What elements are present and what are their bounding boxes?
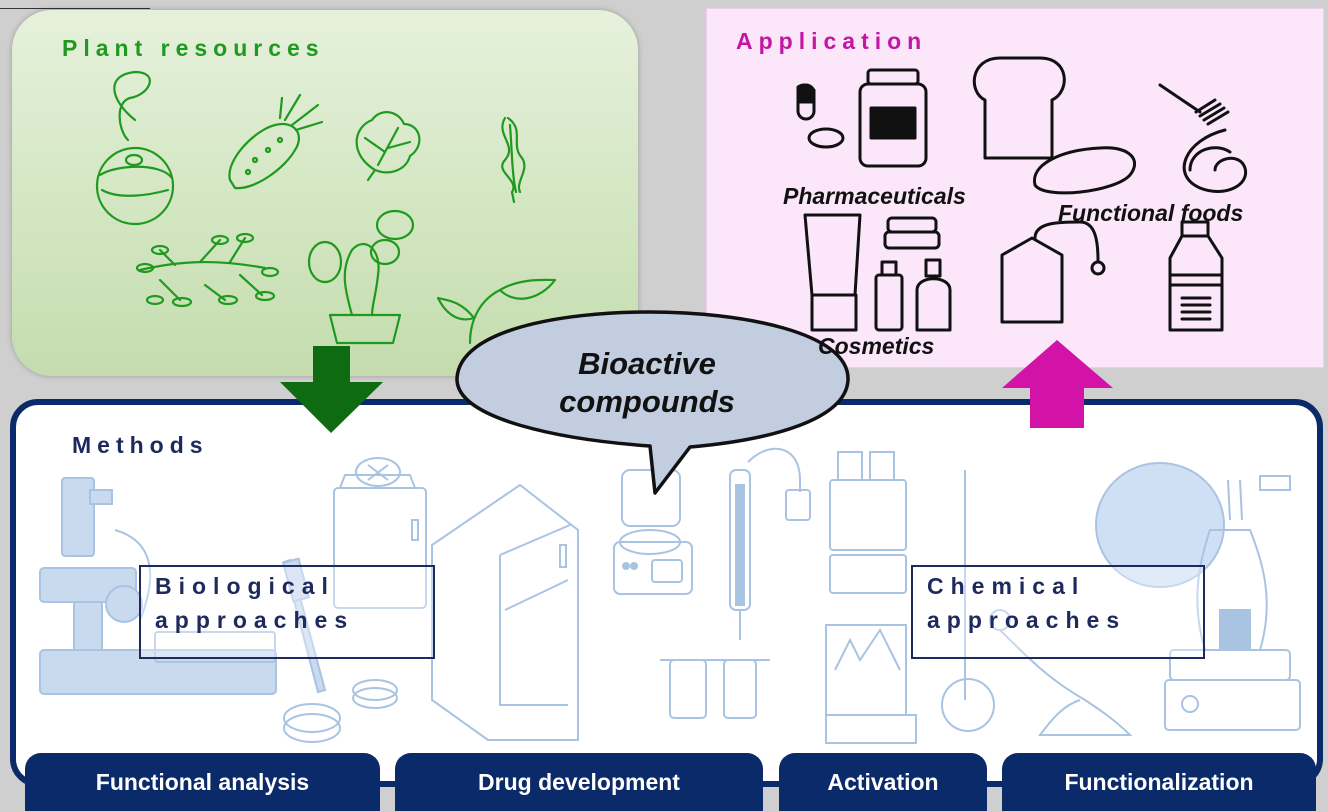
incubator-icon	[333, 457, 427, 609]
hplc-system-icon	[825, 451, 917, 744]
moringa-branch-icon	[135, 232, 280, 308]
clean-bench-icon	[431, 483, 579, 741]
capsule-pills-icon	[796, 83, 845, 149]
pipette-icon	[281, 557, 327, 694]
bitter-melon-icon	[228, 93, 324, 190]
round-flask-icon	[1095, 462, 1225, 588]
drink-bottle-icon	[1168, 220, 1224, 332]
bread-slice-icon	[972, 56, 1066, 160]
tab-functionalization: Functionalization	[1002, 753, 1316, 811]
up-arrow-icon	[1002, 340, 1113, 428]
tab-drug-development: Drug development	[395, 753, 763, 811]
biological-approaches-box: Biological approaches	[139, 565, 435, 659]
microscope-icon	[39, 477, 277, 695]
pharmaceuticals-label: Pharmaceuticals	[783, 183, 966, 209]
fig-leaf-icon	[355, 111, 421, 182]
baguette-icon	[1033, 146, 1137, 195]
lotion-bottle-icon	[915, 258, 952, 332]
corner-rule	[0, 0, 150, 9]
chemical-approaches-box: Chemical approaches	[911, 565, 1205, 659]
biological-line-1: Biological	[155, 573, 335, 599]
bioactive-compounds-text: Bioactive compounds	[512, 345, 782, 421]
cosmetics-label: Cosmetics	[818, 333, 935, 359]
wavy-leaf-icon	[501, 116, 526, 204]
chromatography-column-icon	[660, 447, 811, 719]
spray-bottle-icon	[874, 260, 904, 332]
tab-activation: Activation	[779, 753, 987, 811]
medicine-jar-icon	[858, 68, 928, 168]
cosmetic-tube-icon	[803, 213, 862, 332]
application-title: Application	[736, 28, 928, 54]
bubble-line-1: Bioactive	[578, 346, 716, 381]
separatory-funnel-icon	[1164, 475, 1301, 731]
functional-foods-label: Functional foods	[1058, 200, 1244, 226]
plant-resources-panel	[12, 10, 638, 376]
bioactive-compounds-bubble	[455, 310, 850, 495]
bubble-line-2: compounds	[559, 384, 735, 419]
chemical-line-1: Chemical	[927, 573, 1086, 599]
down-arrow-icon	[280, 346, 383, 433]
noodles-fork-icon	[1158, 83, 1248, 193]
tab-functional-analysis: Functional analysis	[25, 753, 380, 811]
biological-line-2: approaches	[155, 607, 355, 633]
plant-resources-title: Plant resources	[62, 35, 325, 61]
cactus-icon	[307, 209, 415, 345]
petri-dishes-icon	[283, 679, 398, 743]
cream-jar-icon	[883, 216, 941, 250]
tea-bag-icon	[1000, 220, 1106, 324]
chemical-line-2: approaches	[927, 607, 1127, 633]
tea-sprout-icon	[436, 278, 557, 345]
methods-title: Methods	[72, 432, 209, 458]
onion-plant-icon	[95, 70, 175, 226]
distillation-apparatus-icon	[941, 470, 1133, 736]
